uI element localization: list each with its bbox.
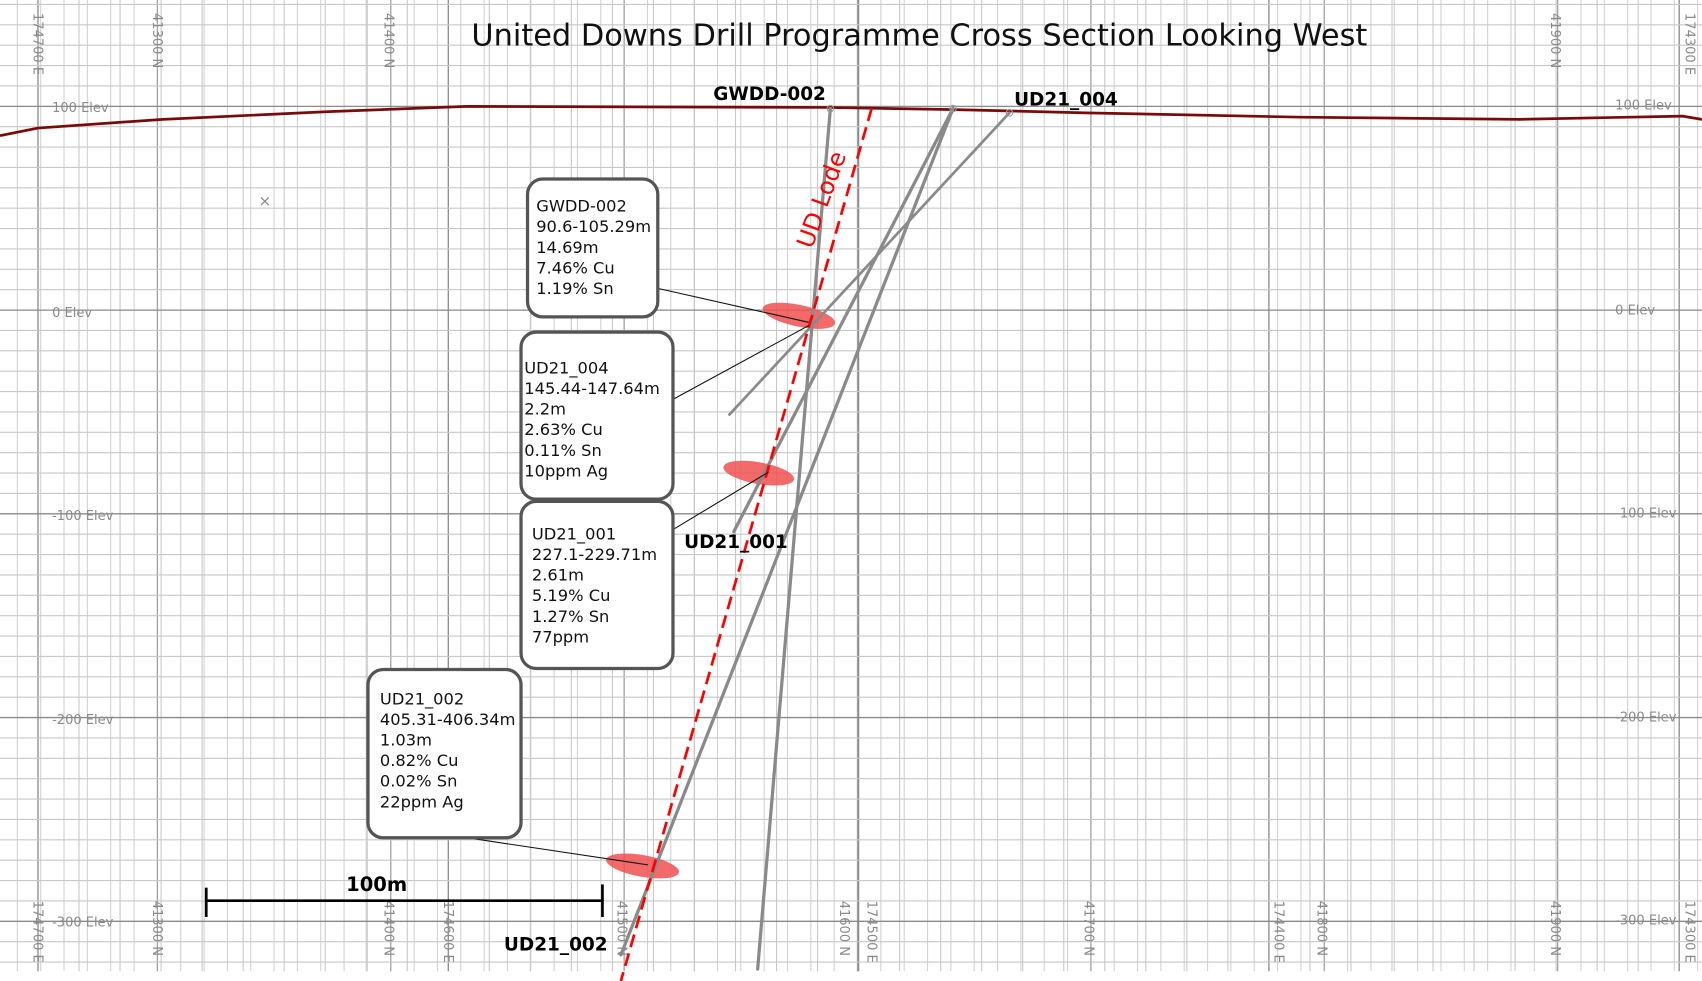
leader-lines [474, 288, 809, 866]
callout-line: UD21_001 [532, 524, 616, 544]
trace-ud21-004 [728, 111, 1011, 416]
northing-label: 41900 N [1547, 901, 1562, 956]
easting-label: 174700 E [30, 13, 45, 75]
hole-label-gwdd-002: GWDD-002 [713, 84, 826, 105]
callout-line: 2.63% Cu [524, 420, 603, 439]
callout-line: UD21_002 [380, 689, 464, 709]
elevation-label: -200 Elev [52, 713, 114, 728]
marker-x: × [258, 192, 271, 210]
callout-line: 5.19% Cu [532, 586, 611, 605]
intercept-ud21-002 [606, 853, 679, 879]
easting-label: 174300 E [1682, 13, 1697, 75]
elevation-label: -300 Elev [1615, 914, 1677, 929]
easting-label: 174500 E [863, 901, 878, 963]
easting-label: 174400 E [1270, 901, 1285, 963]
callout-line: 14.69m [536, 238, 598, 257]
northing-label: 41600 N [836, 901, 851, 956]
northing-label: 41900 N [1547, 13, 1562, 68]
elevation-label: 0 Elev [52, 306, 92, 321]
callout-line: 2.2m [524, 400, 566, 419]
callout-line: 77ppm [532, 627, 589, 646]
trace-ud21-001 [732, 106, 955, 534]
collar-ud21-004 [1005, 109, 1014, 117]
northing-label: 41300 N [149, 13, 164, 68]
axis-labels: 174700 E 174700 E 174600 E 174500 E 174400 E… [30, 13, 1697, 963]
leader-line [658, 288, 809, 323]
intercept-gwdd-002 [762, 302, 836, 329]
leader-line [474, 838, 649, 866]
northing-label: 41500 N [614, 901, 629, 956]
trace-ud21-002 [619, 106, 955, 957]
northing-label: 41800 N [1314, 901, 1329, 956]
elevation-label: -100 Elev [1615, 507, 1677, 522]
elevation-label: 100 Elev [1615, 99, 1672, 114]
hole-label-ud21-004: UD21_004 [1014, 89, 1118, 110]
callout-line: 1.27% Sn [532, 607, 609, 626]
callout-line: 145.44-147.64m [524, 379, 660, 398]
leader-line [672, 325, 809, 400]
scale-bar [204, 884, 604, 917]
northing-label: 41400 N [380, 901, 395, 956]
ud-lode-line [619, 108, 873, 981]
hole-label-ud21-002: UD21_002 [504, 935, 608, 956]
elevation-label: 0 Elev [1615, 304, 1655, 319]
scale-bar-label: 100m [346, 873, 407, 896]
callout-line: 227.1-229.71m [532, 545, 657, 564]
callout-line: 7.46% Cu [536, 258, 615, 277]
northing-label: 41400 N [380, 13, 395, 68]
northing-label: 41700 N [1080, 901, 1095, 956]
topography-line [0, 104, 1702, 137]
callout-line: UD21_004 [524, 358, 608, 378]
callout-line: GWDD-002 [536, 197, 627, 216]
collar-gwdd-002 [826, 104, 835, 113]
leader-line [672, 471, 769, 531]
callout-line: 0.02% Sn [380, 772, 457, 791]
callout-line: 22ppm Ag [380, 792, 464, 811]
elevation-label: -100 Elev [52, 509, 114, 524]
intercept-ud21-001 [723, 460, 795, 486]
easting-label: 174600 E [440, 901, 455, 963]
northing-label: 41300 N [149, 901, 164, 956]
callout-line: 405.31-406.34m [380, 710, 516, 729]
trace-gwdd-002 [756, 106, 833, 971]
elevation-label: -200 Elev [1615, 711, 1677, 726]
elevation-label: 100 Elev [52, 101, 109, 116]
callout-line: 2.61m [532, 566, 584, 585]
callout-line: 10ppm Ag [524, 461, 608, 480]
easting-label: 174300 E [1682, 901, 1697, 963]
ud-lode-label: UD Lode [791, 147, 852, 251]
callout-line: 0.82% Cu [380, 751, 459, 770]
easting-label: 174700 E [30, 901, 45, 963]
callout-line: 0.11% Sn [524, 441, 601, 460]
callout-line: 90.6-105.29m [536, 217, 651, 236]
callout-line: 1.19% Sn [536, 279, 613, 298]
collar-ud21 [949, 104, 957, 113]
elevation-label: -300 Elev [52, 916, 114, 931]
diagram-title: United Downs Drill Programme Cross Secti… [471, 19, 1367, 54]
hole-label-ud21-001: UD21_001 [684, 532, 788, 553]
callout-line: 1.03m [380, 731, 432, 750]
